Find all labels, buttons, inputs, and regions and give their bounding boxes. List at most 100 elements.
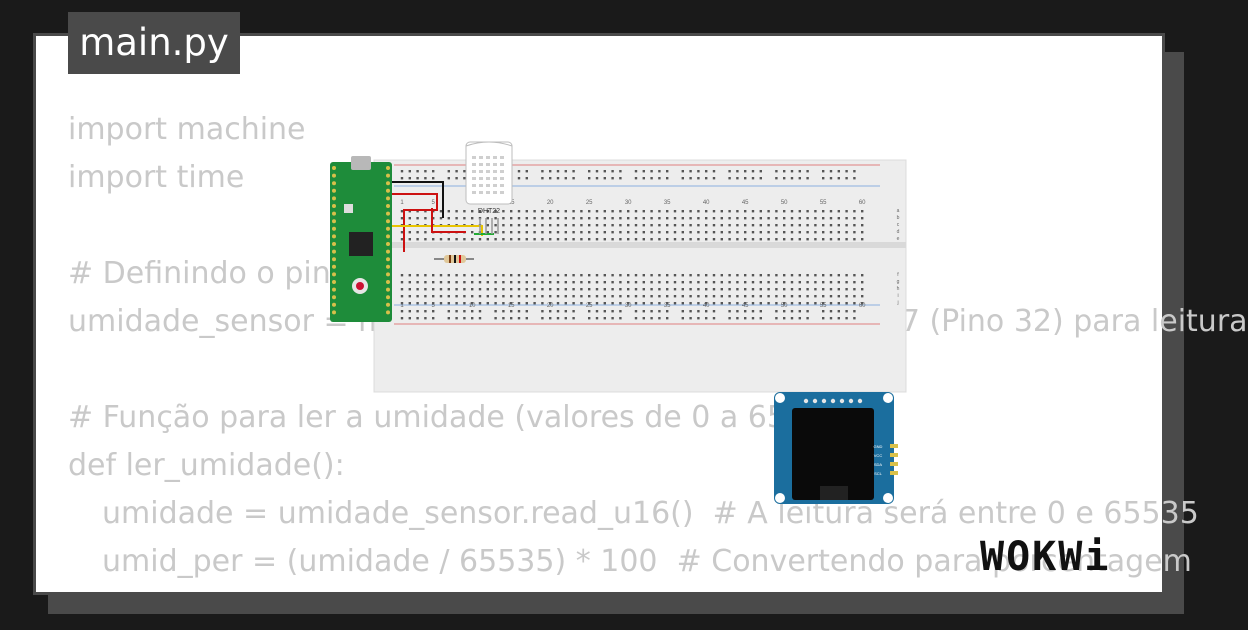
dht22-vent [486, 170, 490, 173]
file-tab[interactable]: main.py [68, 12, 240, 74]
breadboard-hole [759, 170, 762, 173]
breadboard-hole [634, 310, 638, 313]
breadboard-hole [424, 295, 427, 298]
breadboard-hole [681, 274, 684, 277]
breadboard-hole [681, 281, 684, 284]
breadboard-hole [494, 274, 497, 277]
pico-pin [386, 249, 390, 254]
oled-side-pin [890, 453, 898, 457]
breadboard-hole [728, 231, 731, 234]
breadboard-hole [728, 170, 731, 173]
breadboard-hole [853, 210, 856, 213]
resistor [434, 255, 474, 263]
breadboard-hole [681, 302, 684, 305]
breadboard-hole [619, 310, 622, 313]
breadboard-hole [502, 295, 505, 298]
breadboard-hole [650, 177, 653, 180]
breadboard-hole [463, 302, 466, 305]
dht22-vent [472, 156, 476, 159]
breadboard-hole [572, 288, 575, 291]
breadboard-hole [533, 217, 536, 220]
breadboard-hole [564, 295, 567, 298]
code-line: import time [68, 160, 245, 195]
breadboard-hole [603, 170, 606, 173]
breadboard-hole [689, 274, 692, 277]
breadboard-hole [736, 317, 739, 320]
breadboard-hole [853, 288, 856, 291]
breadboard-hole [845, 238, 848, 241]
breadboard-hole [502, 224, 505, 227]
breadboard-hole [790, 224, 794, 227]
breadboard-hole [634, 170, 638, 173]
breadboard-hole [517, 170, 521, 173]
pico-pin [386, 257, 390, 262]
breadboard-hole [783, 177, 786, 180]
breadboard-row-label: f [897, 272, 899, 278]
breadboard-hole [689, 310, 692, 313]
breadboard-hole [829, 231, 833, 234]
breadboard-hole [712, 217, 716, 220]
breadboard-hole [861, 217, 864, 220]
breadboard-hole [822, 281, 825, 284]
pico-pin [386, 287, 390, 292]
breadboard-hole [455, 310, 458, 313]
breadboard-hole [556, 295, 560, 298]
breadboard-hole [447, 170, 450, 173]
breadboard-hole [439, 295, 443, 298]
breadboard-hole [744, 274, 747, 277]
breadboard-hole [744, 281, 747, 284]
breadboard-hole [845, 302, 848, 305]
breadboard-hole [400, 177, 404, 180]
pico-pin [332, 188, 336, 193]
breadboard-hole [603, 302, 606, 305]
breadboard-hole [790, 170, 794, 173]
breadboard-hole [439, 274, 443, 277]
oled-top-pin [839, 398, 845, 404]
breadboard-column-label: 40 [703, 303, 710, 309]
breadboard-hole [744, 217, 747, 220]
pico-pin [332, 181, 336, 186]
breadboard-hole [798, 310, 801, 313]
breadboard-hole [533, 231, 536, 234]
breadboard-hole [673, 302, 677, 305]
breadboard-hole [572, 177, 575, 180]
breadboard-row-label: h [897, 286, 900, 292]
breadboard-hole [759, 238, 762, 241]
breadboard-hole [728, 217, 731, 220]
breadboard-hole [845, 217, 848, 220]
breadboard-hole [478, 238, 482, 241]
breadboard-hole [658, 295, 661, 298]
breadboard-row-label: b [897, 215, 900, 221]
breadboard-hole [720, 281, 723, 284]
breadboard-hole [853, 281, 856, 284]
breadboard-hole [603, 288, 606, 291]
breadboard-hole [759, 310, 762, 313]
breadboard-hole [408, 210, 411, 213]
breadboard-hole [705, 288, 708, 291]
breadboard-row-label: g [897, 279, 900, 285]
breadboard-hole [549, 288, 552, 291]
breadboard-hole [642, 302, 645, 305]
breadboard-hole [619, 288, 622, 291]
breadboard-hole [798, 170, 801, 173]
breadboard-hole [681, 177, 684, 180]
breadboard-hole [533, 281, 536, 284]
breadboard-hole [471, 281, 474, 284]
breadboard-hole [494, 317, 497, 320]
breadboard-hole [572, 295, 575, 298]
breadboard-hole [556, 231, 560, 234]
code-line: def ler_umidade(): [68, 448, 345, 483]
breadboard-hole [572, 210, 575, 213]
breadboard-hole [775, 281, 778, 284]
breadboard-hole [533, 224, 536, 227]
dht22-vent [493, 184, 497, 187]
breadboard-hole [463, 295, 466, 298]
breadboard-row-label: e [897, 236, 900, 242]
breadboard-hole [627, 295, 630, 298]
breadboard-hole [744, 310, 747, 313]
pico-pin [386, 204, 390, 208]
breadboard-hole [783, 210, 786, 213]
dht22-vent [472, 191, 476, 194]
breadboard-hole [783, 231, 786, 234]
oled-side-pin [890, 462, 898, 466]
